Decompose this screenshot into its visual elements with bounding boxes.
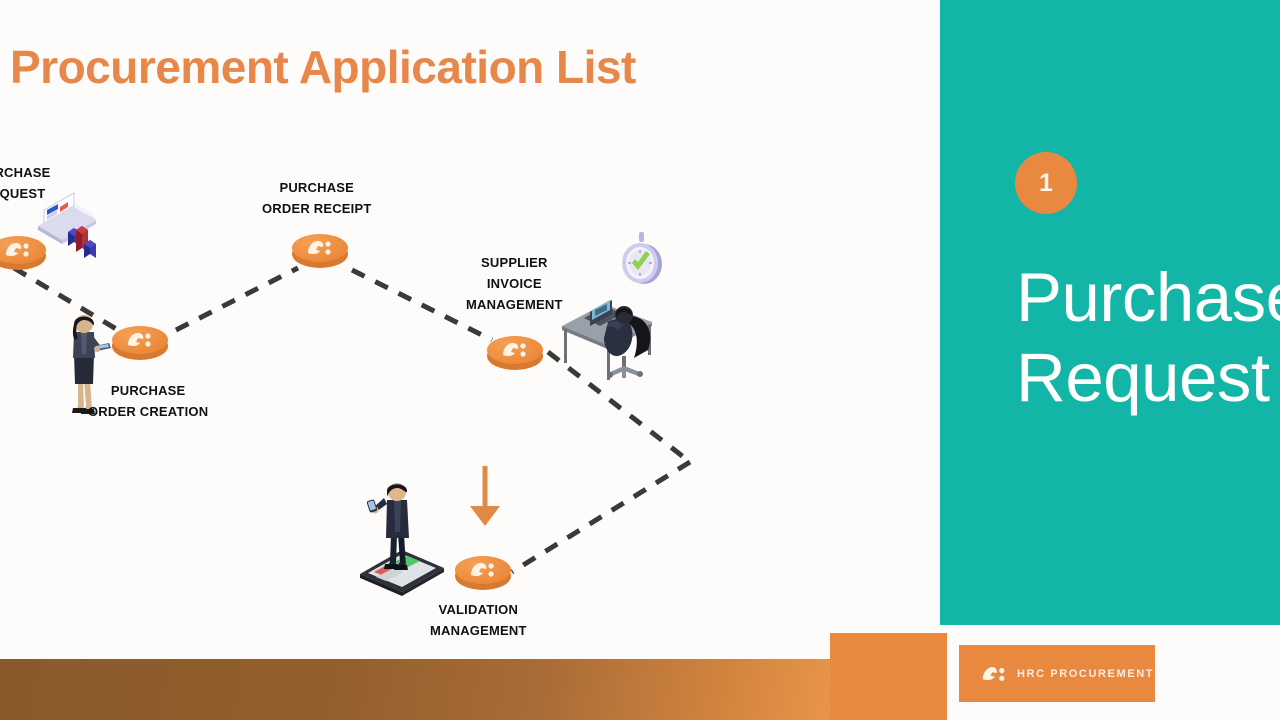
node-logo-icon <box>487 336 543 364</box>
node-logo-icon <box>0 236 46 264</box>
flow-node-label-supplier-invoice-management: SUPPLIER INVOICE MANAGEMENT <box>466 253 563 315</box>
step-title: Purchase Request <box>1016 259 1280 417</box>
clock-check-badge-illustration <box>622 232 662 284</box>
hrc-procurement-logo-icon <box>981 664 1007 684</box>
label-line-3: MANAGEMENT <box>466 296 563 312</box>
label-line-2: MANAGEMENT <box>430 622 527 638</box>
laptop-bar-chart-illustration <box>38 192 96 258</box>
node-disc-top <box>487 336 543 364</box>
label-line-2: INVOICE <box>486 275 542 291</box>
flow-node-purchase-order-receipt[interactable] <box>290 228 350 272</box>
flow-node-purchase-order-creation[interactable] <box>110 320 170 364</box>
label-line-1: PURCHASE <box>279 180 355 195</box>
label-line-2: ORDER RECEIPT <box>262 200 372 216</box>
node-disc-top <box>112 326 168 354</box>
label-line-2: ORDER CREATION <box>88 403 209 419</box>
man-at-desk-illustration <box>562 300 652 380</box>
label-line-1: PURCHASE <box>0 165 51 180</box>
page-title: Procurement Application List <box>10 41 636 93</box>
node-logo-icon <box>292 234 348 262</box>
label-line-2: REQUEST <box>0 185 46 201</box>
flow-node-purchase-request[interactable] <box>0 230 48 274</box>
label-line-1: PURCHASE <box>110 383 186 398</box>
flow-node-label-validation-management: VALIDATION MANAGEMENT <box>430 600 527 642</box>
next-button-panel <box>830 633 947 720</box>
label-line-1: VALIDATION <box>438 602 519 617</box>
down-arrow-icon <box>470 466 500 526</box>
flow-node-label-purchase-order-receipt: PURCHASE ORDER RECEIPT <box>262 178 372 220</box>
step-number-badge: 1 <box>1015 152 1077 214</box>
man-on-phone-illustration <box>360 483 444 596</box>
label-line-1: SUPPLIER <box>480 255 548 270</box>
step-detail-panel: 1 Purchase Request <box>940 0 1280 625</box>
node-disc-top <box>292 234 348 262</box>
flow-node-label-purchase-request: PURCHASE REQUEST <box>0 163 51 205</box>
brand-logo-box[interactable]: HRC PROCUREMENT <box>959 645 1155 702</box>
node-logo-icon <box>455 556 511 584</box>
flow-node-supplier-invoice-management[interactable] <box>485 330 545 374</box>
footer-bar <box>0 659 830 720</box>
process-flow-diagram: PURCHASE REQUEST PURCHASE ORDER CREATION <box>0 163 692 642</box>
brand-logo-text: HRC PROCUREMENT <box>1017 667 1155 680</box>
woman-with-tablet-illustration <box>72 315 111 414</box>
flow-connectors <box>12 265 692 575</box>
flow-node-validation-management[interactable] <box>453 550 513 594</box>
node-disc-top <box>455 556 511 584</box>
flow-node-label-purchase-order-creation: PURCHASE ORDER CREATION <box>88 381 208 423</box>
node-logo-icon <box>112 326 168 354</box>
